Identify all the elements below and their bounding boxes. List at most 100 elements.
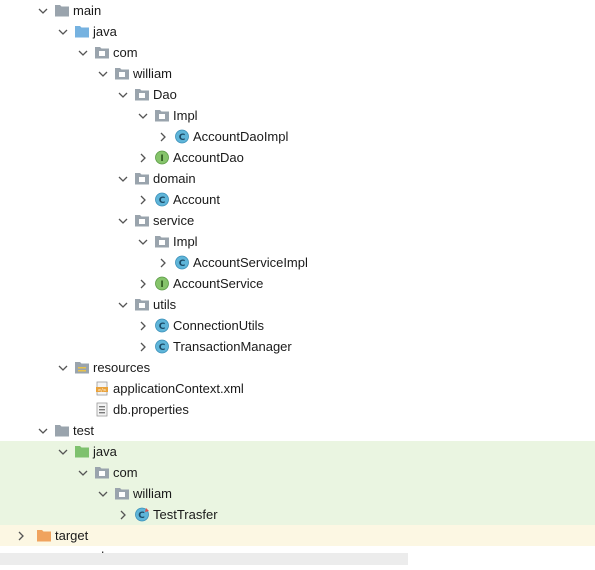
resources-folder-icon xyxy=(74,360,90,375)
chevron-right-icon[interactable] xyxy=(14,525,28,546)
package-icon xyxy=(134,213,150,228)
svg-text:C: C xyxy=(159,322,166,332)
chevron-down-icon[interactable] xyxy=(56,357,70,378)
test-folder-icon xyxy=(74,444,90,459)
tree-node-label: AccountServiceImpl xyxy=(193,255,308,270)
tree-node-label: TestTrasfer xyxy=(153,507,218,522)
tree-node[interactable]: C TestTrasfer xyxy=(0,504,595,525)
xml-file-icon: </> xyxy=(94,381,110,396)
tree-node[interactable]: C AccountServiceImpl xyxy=(0,252,595,273)
interface-icon: I xyxy=(154,276,170,291)
chevron-down-icon[interactable] xyxy=(36,0,50,21)
chevron-down-icon[interactable] xyxy=(76,462,90,483)
tree-node-label: william xyxy=(133,66,172,81)
chevron-down-icon[interactable] xyxy=(116,84,130,105)
tree-node-label: Impl xyxy=(173,108,198,123)
tree-node-label: ConnectionUtils xyxy=(173,318,265,333)
chevron-right-icon[interactable] xyxy=(136,315,150,336)
tree-node-label: com xyxy=(113,465,138,480)
tree-node-label: AccountDao xyxy=(173,150,244,165)
tree-node-label: utils xyxy=(153,297,177,312)
chevron-down-icon[interactable] xyxy=(36,420,50,441)
tree-node[interactable]: I AccountDao xyxy=(0,147,595,168)
tree-node-label: TransactionManager xyxy=(173,339,292,354)
class-icon: C xyxy=(154,339,170,354)
svg-text:C: C xyxy=(179,133,186,143)
chevron-down-icon[interactable] xyxy=(96,483,110,504)
tree-node-label: service xyxy=(153,213,195,228)
tree-node[interactable]: Impl xyxy=(0,231,595,252)
chevron-down-icon[interactable] xyxy=(116,210,130,231)
horizontal-scrollbar[interactable] xyxy=(0,553,408,565)
tree-node[interactable]: Dao xyxy=(0,84,595,105)
chevron-right-icon[interactable] xyxy=(136,336,150,357)
folder-icon xyxy=(54,423,70,438)
chevron-right-icon[interactable] xyxy=(156,252,170,273)
chevron-right-icon[interactable] xyxy=(116,504,130,525)
source-folder-icon xyxy=(74,24,90,39)
tree-node-label: Account xyxy=(173,192,220,207)
tree-node-label: java xyxy=(93,24,117,39)
svg-text:</>: </> xyxy=(97,387,106,393)
tree-node[interactable]: test xyxy=(0,420,595,441)
tree-node[interactable]: java xyxy=(0,441,595,462)
tree-node-label: target xyxy=(55,528,89,543)
chevron-right-icon[interactable] xyxy=(136,147,150,168)
tree-node[interactable]: target xyxy=(0,525,595,546)
tree-node[interactable]: </>applicationContext.xml xyxy=(0,378,595,399)
tree-node-label: Dao xyxy=(153,87,177,102)
tree-node-label: Impl xyxy=(173,234,198,249)
svg-text:C: C xyxy=(138,511,145,521)
class-icon: C xyxy=(174,129,190,144)
tree-node-label: java xyxy=(93,444,117,459)
class-icon: C xyxy=(154,192,170,207)
tree-node[interactable]: C ConnectionUtils xyxy=(0,315,595,336)
tree-node[interactable]: C AccountDaoImpl xyxy=(0,126,595,147)
chevron-down-icon[interactable] xyxy=(136,105,150,126)
tree-node-label: com xyxy=(113,45,138,60)
chevron-down-icon[interactable] xyxy=(56,21,70,42)
tree-node[interactable]: java xyxy=(0,21,595,42)
chevron-down-icon[interactable] xyxy=(56,441,70,462)
tree-node-label: william xyxy=(133,486,172,501)
tree-node[interactable]: william xyxy=(0,63,595,84)
tree-node[interactable]: C Account xyxy=(0,189,595,210)
svg-text:C: C xyxy=(179,259,186,269)
tree-node[interactable]: Impl xyxy=(0,105,595,126)
package-icon xyxy=(114,486,130,501)
tree-node[interactable]: utils xyxy=(0,294,595,315)
chevron-down-icon[interactable] xyxy=(136,231,150,252)
tree-node-label: AccountService xyxy=(173,276,264,291)
tree-node[interactable]: I AccountService xyxy=(0,273,595,294)
tree-node[interactable]: com xyxy=(0,462,595,483)
folder-icon xyxy=(54,3,70,18)
tree-node[interactable]: resources xyxy=(0,357,595,378)
tree-node[interactable]: db.properties xyxy=(0,399,595,420)
chevron-right-icon[interactable] xyxy=(136,273,150,294)
class-icon: C xyxy=(174,255,190,270)
chevron-right-icon[interactable] xyxy=(136,189,150,210)
chevron-down-icon[interactable] xyxy=(116,168,130,189)
tree-node[interactable]: com xyxy=(0,42,595,63)
chevron-down-icon[interactable] xyxy=(116,294,130,315)
svg-text:I: I xyxy=(160,280,163,290)
chevron-down-icon[interactable] xyxy=(96,63,110,84)
svg-text:I: I xyxy=(160,154,163,164)
tree-node[interactable]: main xyxy=(0,0,595,21)
chevron-right-icon[interactable] xyxy=(156,126,170,147)
tree-node[interactable]: service xyxy=(0,210,595,231)
svg-text:C: C xyxy=(159,196,166,206)
tree-node-label: resources xyxy=(93,360,151,375)
package-icon xyxy=(134,297,150,312)
chevron-down-icon[interactable] xyxy=(76,42,90,63)
package-icon xyxy=(94,45,110,60)
tree-node[interactable]: domain xyxy=(0,168,595,189)
tree-node[interactable]: william xyxy=(0,483,595,504)
package-icon xyxy=(134,171,150,186)
test-class-icon: C xyxy=(134,507,150,522)
class-icon: C xyxy=(154,318,170,333)
tree-node-label: AccountDaoImpl xyxy=(193,129,289,144)
tree-node-label: domain xyxy=(153,171,196,186)
